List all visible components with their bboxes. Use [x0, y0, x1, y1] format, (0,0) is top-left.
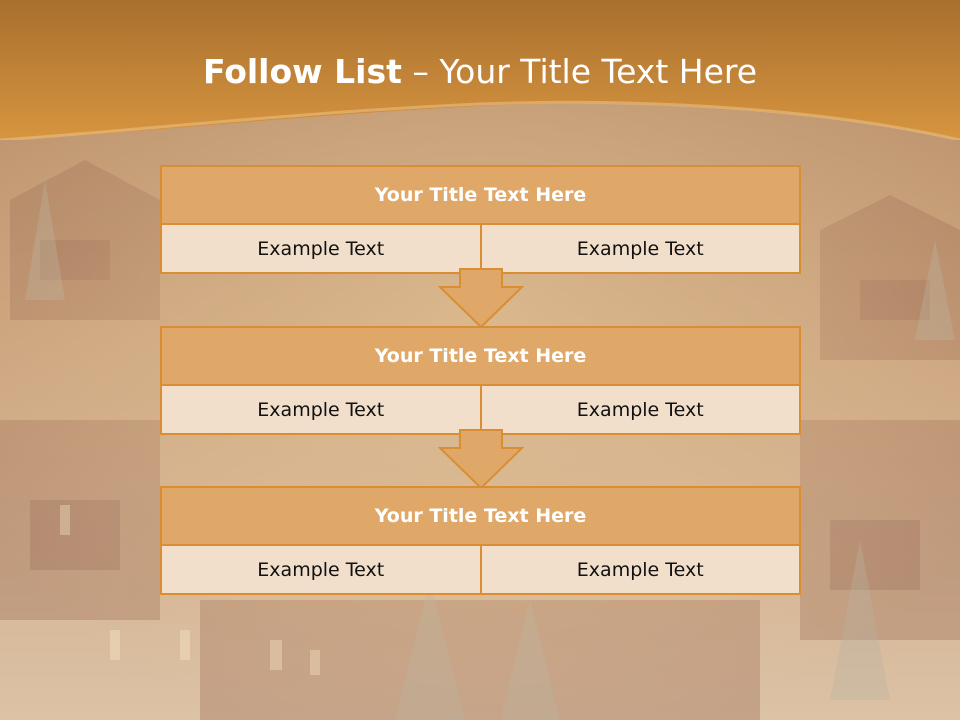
title-bold: Follow List — [202, 52, 402, 91]
step-box-1: Your Title Text Here Example Text Exampl… — [160, 165, 801, 274]
step-text-right: Example Text — [479, 386, 799, 433]
step-title: Your Title Text Here — [162, 167, 799, 225]
header-banner — [0, 0, 960, 140]
step-text-left: Example Text — [162, 225, 480, 272]
slide-title: Follow List – Your Title Text Here — [0, 52, 960, 91]
step-box-3: Your Title Text Here Example Text Exampl… — [160, 486, 801, 595]
step-text-left: Example Text — [162, 386, 480, 433]
step-title: Your Title Text Here — [162, 328, 799, 386]
step-row: Example Text Example Text — [162, 546, 799, 593]
title-rest: – Your Title Text Here — [401, 52, 758, 91]
step-row: Example Text Example Text — [162, 386, 799, 433]
step-text-left: Example Text — [162, 546, 480, 593]
step-text-right: Example Text — [479, 225, 799, 272]
step-row: Example Text Example Text — [162, 225, 799, 272]
step-text-right: Example Text — [479, 546, 799, 593]
down-arrow-icon — [438, 268, 524, 328]
step-box-2: Your Title Text Here Example Text Exampl… — [160, 326, 801, 435]
step-title: Your Title Text Here — [162, 488, 799, 546]
down-arrow-icon — [438, 429, 524, 489]
